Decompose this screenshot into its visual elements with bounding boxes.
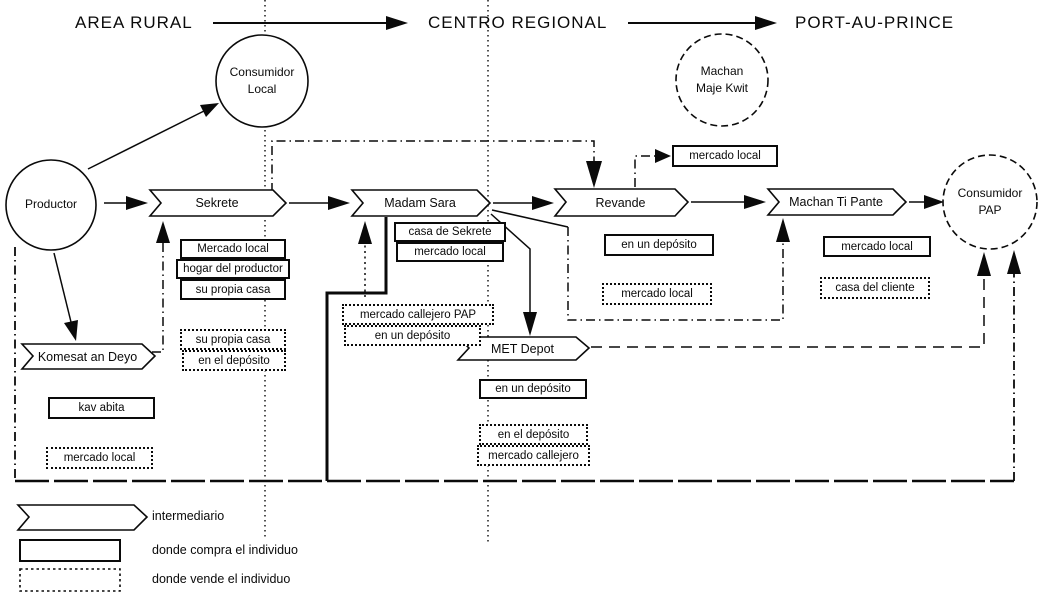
buy-box-sara-mercado-local: mercado local [396,242,504,262]
intermediary-banners [22,189,906,369]
sell-box-pante-casa-del-cliente: casa del cliente [820,277,930,299]
met-depot-banner-shape [458,337,589,360]
sell-box-met-mercado-callejero: mercado callejero [477,445,590,466]
buy-box-sara-casa-de-sekrete: casa de Sekrete [394,222,506,242]
consumidor-local-label-2: Local [247,82,277,96]
consumidor-local-node: Consumidor Local [216,35,308,127]
legend-compra-shape [20,540,120,561]
productor-label: Productor [24,197,78,212]
madam-sara-banner: Madam Sara [384,196,456,210]
header-centro-regional: CENTRO REGIONAL [428,13,608,32]
sell-box-met-en-el-deposito: en el depósito [479,424,588,445]
legend-label-donde-compra: donde compra el individuo [152,543,298,557]
consumidor-local-circle-shape [216,35,308,127]
productor-circle-shape [6,160,96,250]
legend-intermediario-shape [18,505,147,530]
header-port-au-prince: PORT-AU-PRINCE [795,13,955,32]
buy-box-met-en-un-deposito: en un depósito [479,379,587,399]
consumidor-local-label-1: Consumidor [229,64,295,79]
sell-box-komesat-mercado-local: mercado local [46,447,153,469]
machan-maje-kwit-label-2: Maje Kwit [695,81,748,95]
legend-label-intermediario: intermediario [152,509,225,523]
sekrete-banner-shape [150,190,286,216]
sell-box-sara-en-un-deposito: en un depósito [344,325,481,346]
komesat-an-deyo-banner: Komesat an Deyo [37,349,138,364]
sell-box-sekrete-en-el-deposito: en el depósito [182,350,286,371]
sell-box-sara-mercado-callejero-pap: mercado callejero PAP [342,304,494,325]
buy-box-revande-en-un-deposito: en un depósito [604,234,714,256]
buy-box-revande-mercado-local-top: mercado local [672,145,778,167]
komesat-an-deyo-banner-shape [22,344,155,369]
header-arrows [213,16,777,30]
buy-box-sekrete-hogar-productor: hogar del productor [176,259,290,279]
sekrete-banner: Sekrete [195,196,239,210]
machan-ti-pante-banner-shape [768,189,906,215]
legend-vende-shape [20,569,120,591]
buy-box-sekrete-su-propia-casa: su propia casa [180,279,286,300]
consumidor-pap-node: Consumidor PAP [943,155,1037,249]
revande-banner: Revande [595,195,646,210]
machan-maje-kwit-circle-shape [676,34,768,126]
machan-maje-kwit-node: Machan Maje Kwit [676,34,768,126]
productor-node: Productor [6,160,96,250]
legend-label-donde-vende: donde vende el individuo [152,572,291,586]
machan-ti-pante-banner: Machan Ti Pante [789,195,883,209]
buy-box-komesat-kav-abita: kav abita [48,397,155,419]
madam-sara-banner-shape [352,190,490,216]
met-depot-banner: MET Depot [491,341,554,356]
sell-box-revande-mercado-local: mercado local [602,283,712,305]
consumidor-pap-label-2: PAP [978,203,1002,217]
consumidor-pap-label-1: Consumidor [957,185,1023,200]
legend-shapes [18,505,147,591]
machan-maje-kwit-label-1: Machan [700,63,744,78]
sell-box-sekrete-su-propia-casa: su propia casa [180,329,286,350]
buy-box-pante-mercado-local: mercado local [823,236,931,257]
flow-connectors [15,103,1021,481]
actor-circles [6,34,1037,250]
revande-banner-shape [555,189,688,216]
buy-box-sekrete-mercado-local: Mercado local [180,239,286,259]
header-area-rural: AREA RURAL [75,13,193,32]
